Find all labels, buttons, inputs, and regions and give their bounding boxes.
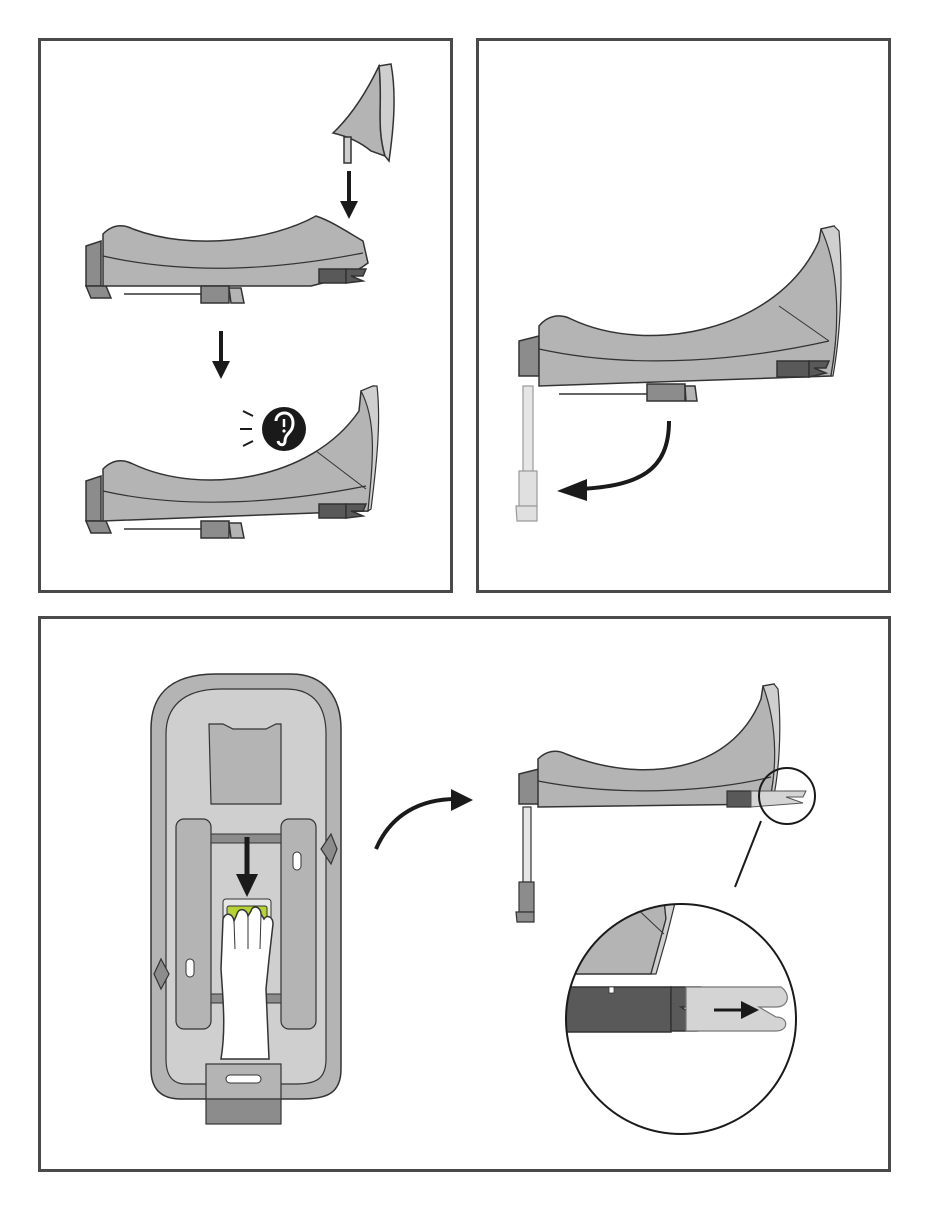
instruction-panel-support-leg [476,38,891,593]
seat-base-side-view [516,684,815,922]
ear-click-icon [240,407,306,451]
isofix-release-illustration [41,619,888,1169]
seat-base-top [86,216,368,303]
curved-arrow-icon [376,789,473,849]
arrow-down-icon [212,331,230,379]
attach-base-illustration [41,41,450,590]
magnifier-circle-icon [561,869,796,1134]
instruction-panel-isofix-release [38,616,891,1172]
hand-icon [221,907,273,1059]
instruction-panel-attach-base [38,38,453,593]
seat-base-with-leg [516,226,841,521]
arrow-down-icon [340,171,358,219]
magnifier-leader-line [735,821,761,887]
support-leg-illustration [479,41,888,590]
seat-base-assembled [86,386,379,538]
backrest-piece [333,64,394,163]
curved-arrow-icon [557,421,669,501]
